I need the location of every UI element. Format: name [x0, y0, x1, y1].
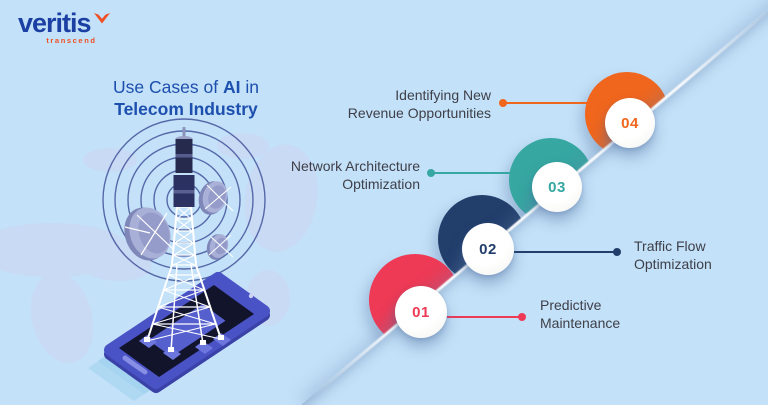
antenna-icon [173, 127, 195, 207]
veritis-logo: veritis transcend [18, 10, 111, 45]
connector-dot-01 [518, 313, 526, 321]
cell-tower-illustration [88, 118, 270, 401]
tower-platform [148, 304, 226, 357]
step-04-number-badge: 04 [605, 98, 655, 148]
logo-tagline: transcend [46, 36, 97, 45]
connector-line-01 [447, 316, 523, 318]
connector-dot-04 [499, 99, 507, 107]
dish-small-icon [206, 234, 234, 260]
satellite-dishes [124, 181, 234, 261]
phone-camera [248, 293, 254, 299]
step-02-number-badge: 02 [462, 223, 514, 275]
smartphone [104, 272, 270, 393]
dish-left-icon [124, 207, 174, 261]
connector-line-02 [514, 251, 618, 253]
title-line-2: Telecom Industry [114, 99, 258, 119]
step-03-number-badge: 03 [532, 162, 582, 212]
phone-speaker [122, 355, 148, 375]
connector-dot-02 [613, 248, 621, 256]
lattice-tower [146, 206, 222, 352]
logo-check-icon [93, 13, 110, 24]
connector-line-04 [503, 102, 610, 104]
title-line-1: Use Cases of AI in [113, 77, 259, 97]
page-title: Use Cases of AI in Telecom Industry [96, 76, 276, 120]
tower-feet [144, 335, 224, 352]
connector-line-03 [431, 172, 550, 174]
connector-dot-03 [427, 169, 435, 177]
dish-right-icon [198, 181, 234, 215]
logo-wordmark: veritis [18, 8, 92, 38]
step-01-number-badge: 01 [395, 286, 447, 338]
